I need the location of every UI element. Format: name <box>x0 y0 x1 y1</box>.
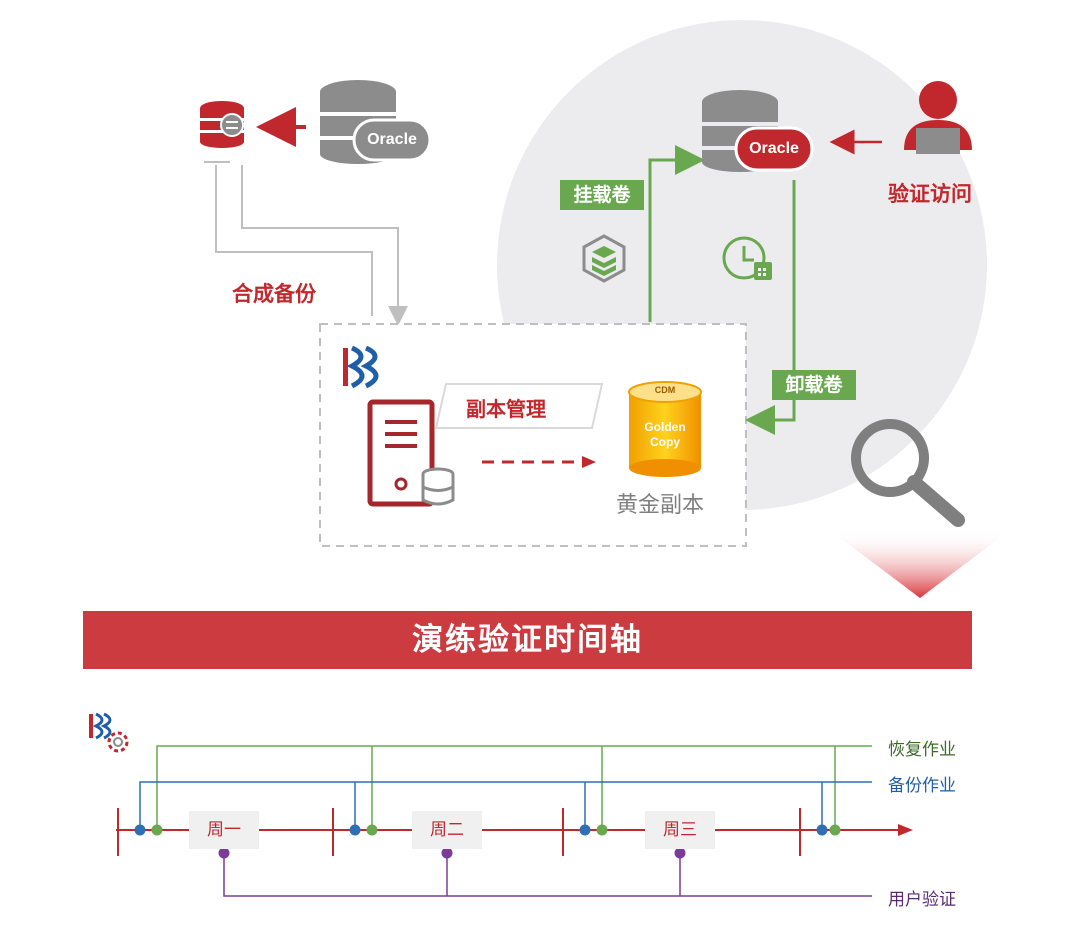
timeline-chart <box>89 712 913 897</box>
funnel-chevron <box>830 530 1010 598</box>
user-verify-dot <box>441 847 453 859</box>
source-oracle-label: Oracle <box>367 131 417 148</box>
copy-management-label: 副本管理 <box>466 397 546 421</box>
db-gear-logo-icon <box>89 712 129 753</box>
db-logo-icon <box>343 345 379 389</box>
timeline-axis-arrow <box>898 824 913 836</box>
synthetic-backup-label: 合成备份 <box>232 282 316 306</box>
backup-job-dot <box>579 824 591 836</box>
architecture-diagram <box>200 20 1010 598</box>
restore-job-dot <box>366 824 378 836</box>
timeline-banner: 演练验证时间轴 <box>83 611 972 669</box>
backup-job-dot <box>134 824 146 836</box>
mounted-oracle-database-icon <box>702 90 814 172</box>
golden-copy-text-2: Copy <box>650 435 680 449</box>
golden-copy-text-1: Golden <box>644 420 686 434</box>
unmount-volume-tag: 卸载卷 <box>772 370 856 400</box>
server-icon <box>367 399 455 507</box>
snapshot-layers-icon <box>582 234 626 283</box>
restore-job-dot <box>829 824 841 836</box>
backup-job-dot <box>816 824 828 836</box>
user-verify-dot <box>674 847 686 859</box>
copy-management-tag <box>434 383 604 429</box>
verify-access-label: 验证访问 <box>888 182 972 206</box>
magnifier-icon <box>851 419 965 527</box>
day-label-3: 周三 <box>645 811 715 849</box>
backup-job-dot <box>349 824 361 836</box>
day-label-2: 周二 <box>412 811 482 849</box>
legend-backup-job: 备份作业 <box>888 776 956 796</box>
source-oracle-database-icon <box>320 80 432 164</box>
user-verify-dot <box>218 847 230 859</box>
restore-job-dot <box>151 824 163 836</box>
schedule-clock-icon <box>722 236 772 280</box>
golden-copy-icon <box>628 381 702 477</box>
user-icon <box>904 81 972 154</box>
golden-copy-cap-label: CDM <box>654 385 676 395</box>
golden-copy-caption: 黄金副本 <box>616 493 705 518</box>
legend-restore-job: 恢复作业 <box>888 740 956 760</box>
legend-user-verification: 用户验证 <box>888 890 956 910</box>
mount-volume-tag: 挂载卷 <box>560 180 644 210</box>
mounted-oracle-label: Oracle <box>749 140 799 157</box>
restore-job-dot <box>596 824 608 836</box>
day-label-1: 周一 <box>189 811 259 849</box>
backup-database-icon <box>200 101 244 148</box>
